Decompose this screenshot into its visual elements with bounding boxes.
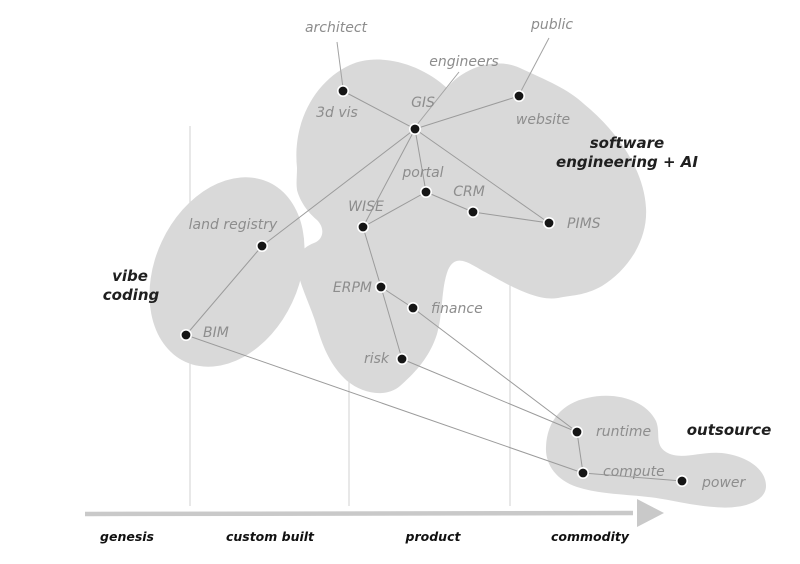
- node-3d-vis: [336, 85, 349, 98]
- edge-runtime-compute: [576, 431, 584, 474]
- edge-engineers-gis: [415, 71, 460, 127]
- evolution-axis: genesis custom built product commodity: [84, 499, 664, 544]
- edge-wise-erpm: [362, 226, 382, 288]
- edge-gis-land-registry: [261, 128, 416, 247]
- blob-vibe-coding: [149, 177, 305, 367]
- anchor-labels: architect engineers public: [305, 17, 573, 70]
- region-labels: software engineering + AI vibe coding ou…: [103, 134, 772, 439]
- edge-bim-compute: [185, 334, 584, 474]
- label-runtime: runtime: [596, 424, 651, 440]
- label-power: power: [701, 475, 747, 491]
- region-label-software-line2: engineering + AI: [556, 153, 698, 171]
- node-wise: [356, 221, 369, 234]
- region-blobs: [149, 59, 766, 508]
- region-label-vibe-line1: vibe: [112, 267, 148, 285]
- edge-erpm-finance: [380, 286, 414, 309]
- node-land-registry: [255, 240, 268, 253]
- label-pims: PIMS: [567, 216, 601, 232]
- node-power: [675, 474, 688, 487]
- blob-software-engineering-ai: [296, 59, 647, 394]
- edge-compute-power: [582, 472, 683, 482]
- node-pims: [542, 217, 555, 230]
- label-erpm: ERPM: [333, 280, 372, 296]
- label-3d-vis: 3d vis: [316, 105, 358, 121]
- label-bim: BIM: [203, 325, 229, 341]
- node-crm: [466, 206, 479, 219]
- edge-portal-crm: [425, 191, 474, 213]
- edge-finance-runtime: [412, 307, 578, 433]
- label-gis: GIS: [411, 95, 435, 111]
- edge-3dvis-gis: [342, 90, 416, 130]
- axis-stage-commodity: commodity: [551, 529, 630, 544]
- node-gis: [408, 123, 421, 136]
- edges: [185, 90, 683, 482]
- anchor-connectors: [336, 37, 550, 127]
- region-label-vibe-line2: coding: [103, 286, 160, 304]
- anchor-label-architect: architect: [305, 20, 368, 36]
- axis-stage-product: product: [405, 529, 462, 544]
- label-crm: CRM: [453, 184, 485, 200]
- axis-stage-genesis: genesis: [100, 529, 154, 544]
- label-compute: compute: [603, 464, 665, 480]
- edge-erpm-risk: [380, 286, 403, 360]
- label-website: website: [516, 112, 570, 128]
- label-land-registry: land registry: [189, 217, 278, 233]
- node-bim: [180, 328, 193, 341]
- axis-stage-custom-built: custom built: [226, 529, 315, 544]
- edge-gis-website: [414, 95, 520, 130]
- edge-land-registry-bim: [185, 245, 263, 336]
- region-label-software-line1: software: [590, 134, 664, 152]
- label-finance: finance: [431, 301, 483, 317]
- edge-portal-wise: [362, 191, 427, 228]
- label-portal: portal: [401, 165, 443, 181]
- edge-risk-runtime: [401, 358, 578, 433]
- node-website: [512, 90, 525, 103]
- anchor-label-public: public: [530, 17, 573, 33]
- edge-gis-pims: [414, 128, 550, 224]
- axis-arrowhead-icon: [637, 499, 664, 527]
- label-risk: risk: [364, 351, 390, 367]
- nodes: [180, 85, 688, 487]
- edge-gis-portal: [414, 128, 427, 193]
- edge-gis-wise: [362, 128, 416, 228]
- label-wise: WISE: [348, 199, 384, 215]
- blob-outsource: [545, 395, 766, 508]
- edge-public-website: [519, 37, 550, 94]
- edge-crm-pims: [472, 211, 550, 224]
- node-portal: [419, 186, 432, 199]
- node-compute: [576, 466, 589, 479]
- anchor-label-engineers: engineers: [429, 54, 498, 70]
- edge-architect-3dvis: [336, 41, 344, 89]
- axis-line: [84, 510, 634, 517]
- node-erpm: [374, 280, 387, 293]
- region-label-outsource: outsource: [687, 421, 772, 439]
- node-finance: [406, 301, 419, 314]
- node-runtime: [570, 425, 583, 438]
- node-labels: 3d vis GIS website portal CRM WISE PIMS …: [189, 95, 747, 491]
- node-risk: [395, 352, 408, 365]
